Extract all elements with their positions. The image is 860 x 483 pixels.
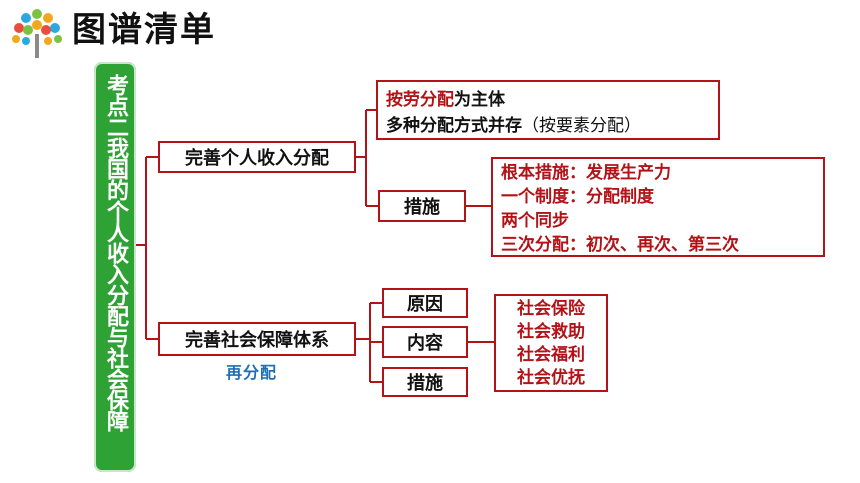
distribution-line-1: 按劳分配为主体 [386,87,718,113]
security-item: 社会优抚 [517,368,585,388]
node-content: 内容 [382,326,468,358]
node-measures-1: 措施 [378,190,466,222]
measures-detail-box: 根本措施：发展生产力 一个制度：分配制度 两个同步 三次分配：初次、再次、第三次 [491,157,825,257]
node-reasons: 原因 [382,288,468,318]
node-label: 措施 [407,373,443,394]
security-item: 社会保险 [517,299,585,319]
root-topic-label: 考点二我国的个人收入分配与社会保障 [103,74,128,431]
security-item: 社会救助 [517,322,585,342]
measure-item: 一个制度：分配制度 [501,187,654,207]
measure-item: 两个同步 [501,211,569,231]
plain-text: 多种分配方式并存 [386,116,522,136]
measure-item: 根本措施：发展生产力 [501,163,671,183]
distribution-system-box: 按劳分配为主体 多种分配方式并存（按要素分配） [376,80,720,140]
redistribution-note: 再分配 [226,363,278,382]
highlight-text: 按劳分配 [386,90,454,110]
paren-text: （按要素分配） [522,116,641,136]
root-topic-box: 考点二我国的个人收入分配与社会保障 [94,62,136,472]
node-label: 完善个人收入分配 [185,148,329,169]
node-personal-income-distribution: 完善个人收入分配 [158,141,356,173]
plain-text: 为主体 [454,90,505,110]
node-label: 原因 [407,294,443,315]
measure-item: 三次分配：初次、再次、第三次 [501,235,739,255]
distribution-line-2: 多种分配方式并存（按要素分配） [386,113,718,139]
node-social-security-system: 完善社会保障体系 [158,322,356,356]
node-label: 内容 [407,333,443,354]
node-measures-2: 措施 [382,367,468,397]
tree-logo-icon [12,9,62,58]
security-content-box: 社会保险 社会救助 社会福利 社会优抚 [494,294,608,392]
node-label: 完善社会保障体系 [185,330,329,351]
security-item: 社会福利 [517,345,585,365]
page-title: 图谱清单 [72,10,216,50]
node-label: 措施 [404,197,440,218]
